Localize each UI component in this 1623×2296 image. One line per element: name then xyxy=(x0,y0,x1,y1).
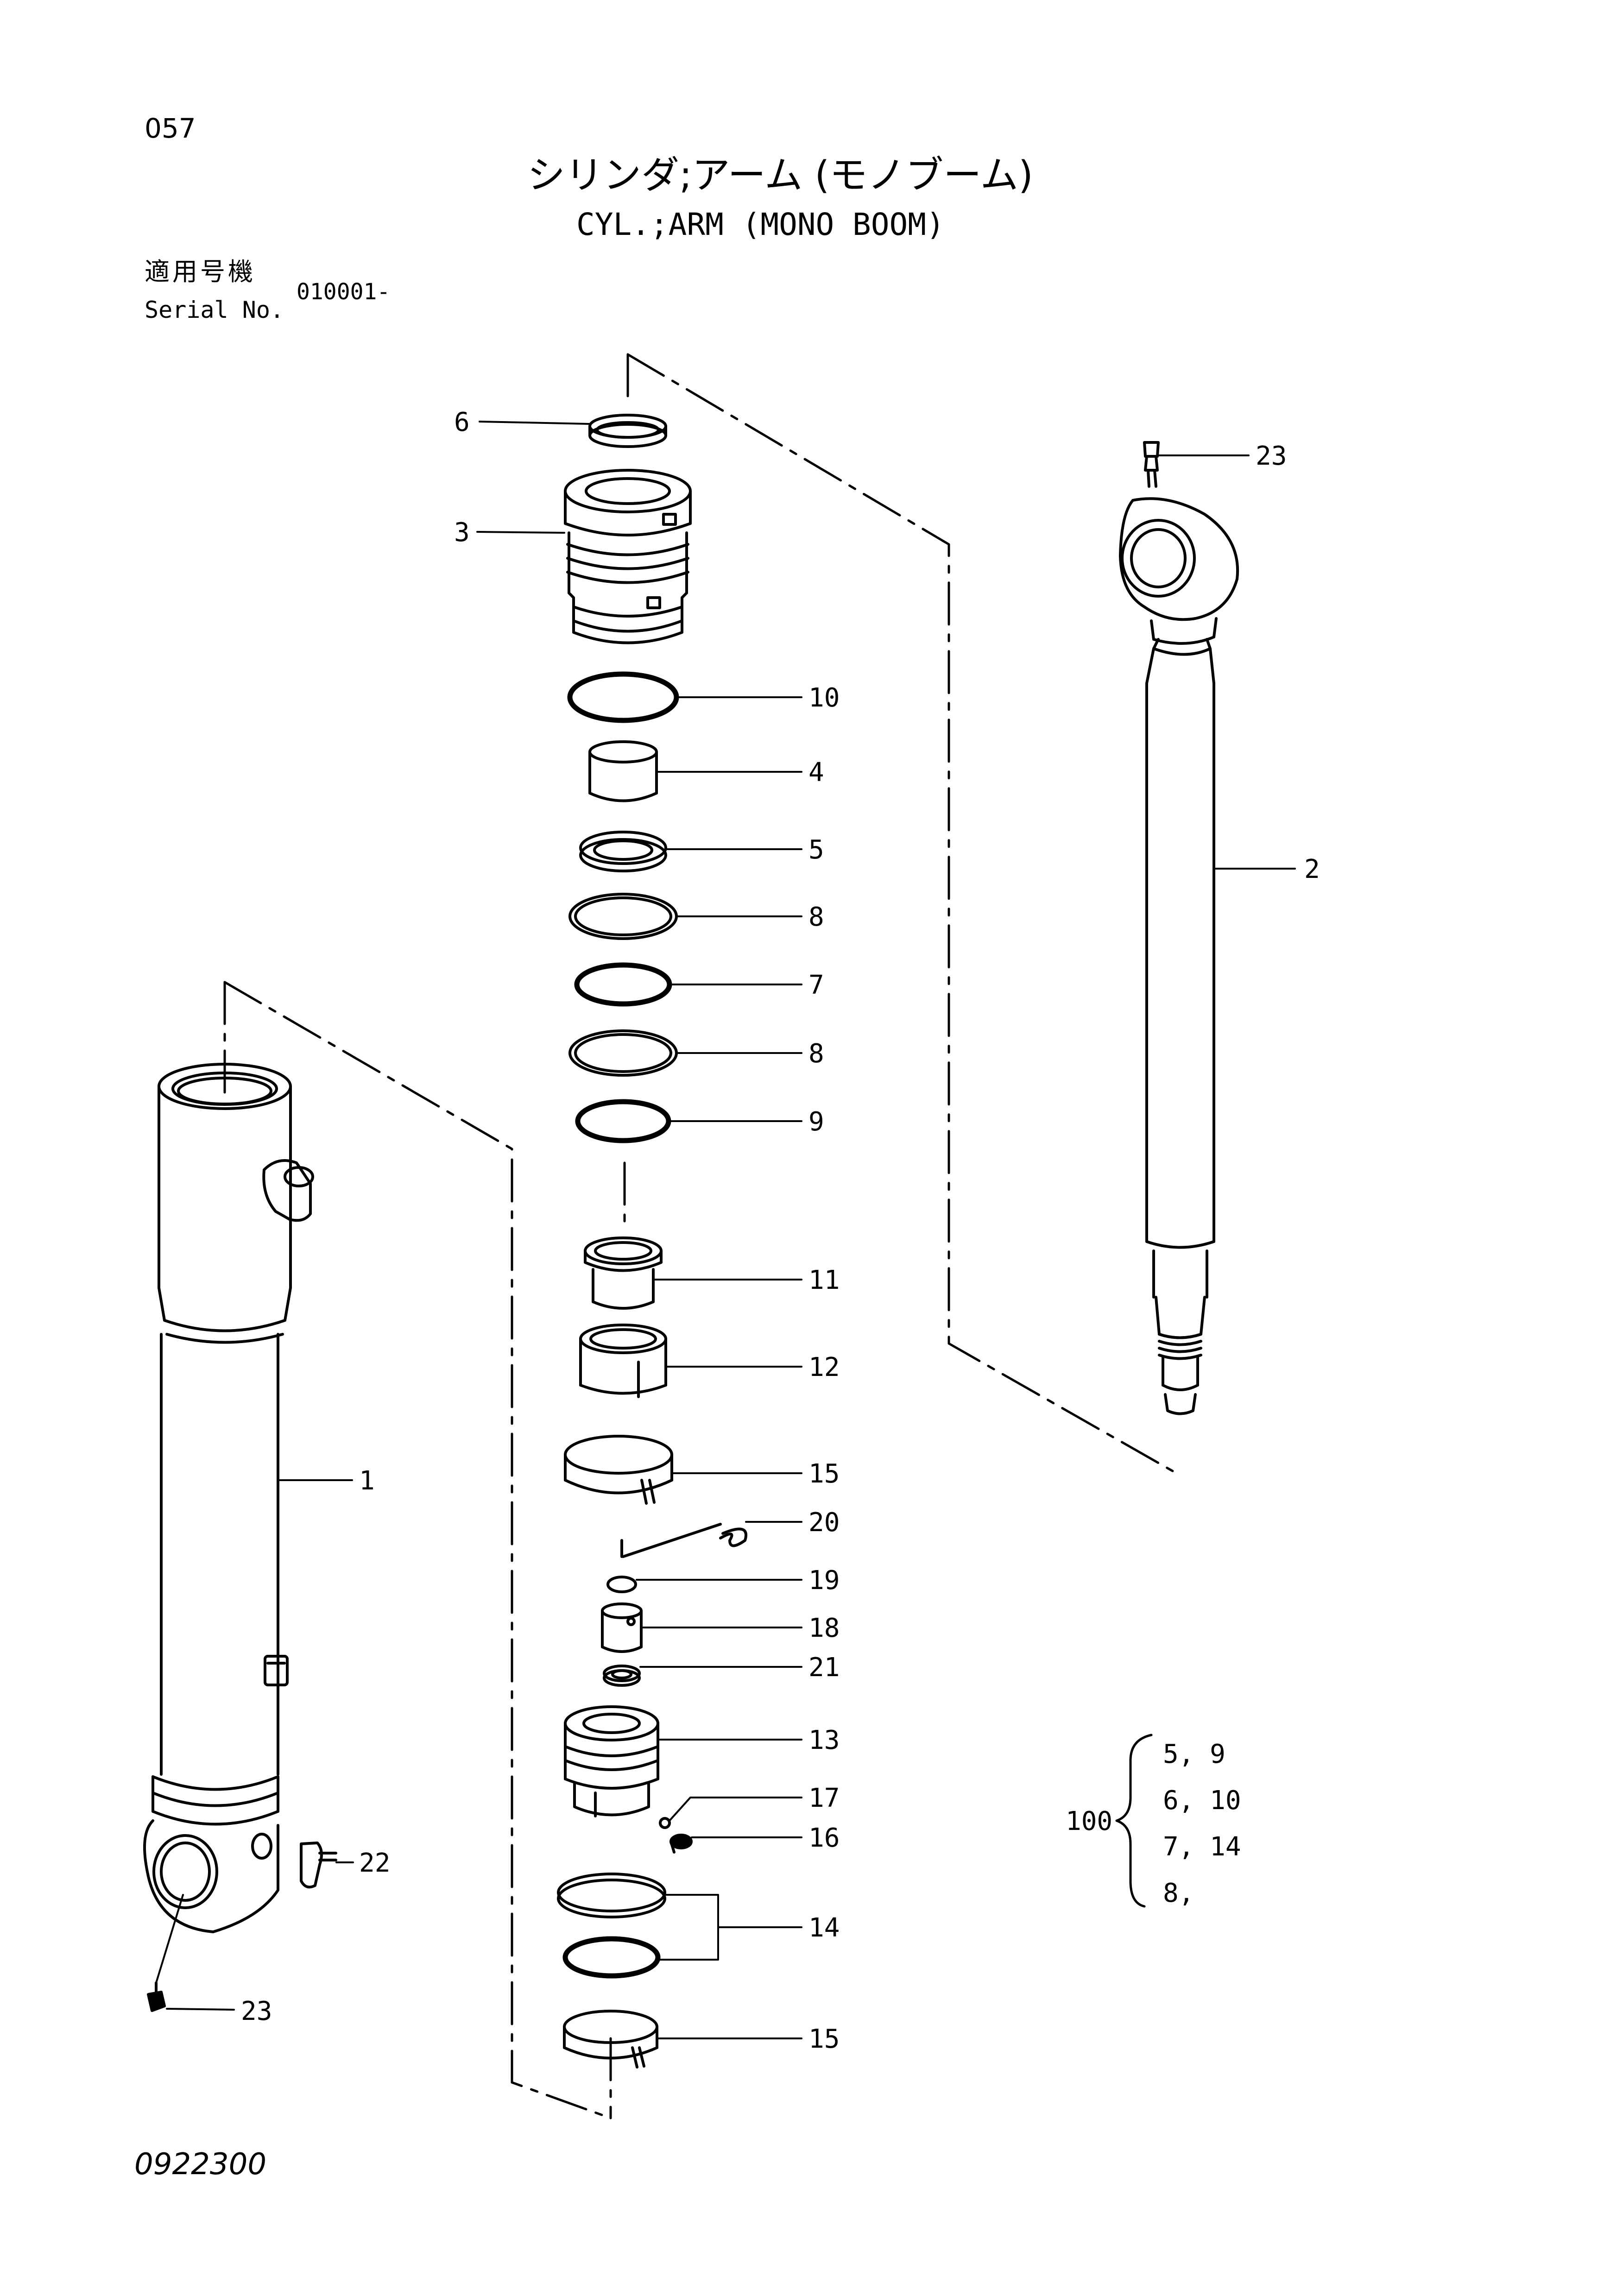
callout-labels: 6 3 10 4 5 8 7 8 9 11 12 15 20 19 18 21 … xyxy=(241,407,1320,2054)
callout-5: 5 xyxy=(808,835,824,865)
assembly-guide-lines xyxy=(223,353,1182,2119)
seal-kit-group: 100 5, 9 6, 10 7, 14 8, xyxy=(1066,1739,1241,1908)
part-5-seal xyxy=(579,831,667,872)
callout-14: 14 xyxy=(808,1913,840,1943)
callout-11: 11 xyxy=(808,1265,840,1295)
callout-2: 2 xyxy=(1304,854,1320,884)
callout-1: 1 xyxy=(359,1466,375,1496)
drawing-number: 0922300 xyxy=(134,2147,267,2182)
serial-label-japanese: 適用号機 xyxy=(145,257,256,286)
part-9-o-ring xyxy=(575,1099,671,1143)
leader-lines xyxy=(155,421,1296,2039)
part-3-cylinder-head xyxy=(564,469,692,644)
part-4-bushing xyxy=(588,740,658,802)
callout-3: 3 xyxy=(454,517,470,548)
seal-kit-row-4: 8, xyxy=(1163,1878,1194,1908)
callout-8-lower: 8 xyxy=(808,1039,824,1069)
part-16-set-screw xyxy=(669,1834,693,1854)
part-6-ring xyxy=(588,414,667,448)
callout-22: 22 xyxy=(359,1848,390,1878)
callout-12: 12 xyxy=(808,1352,840,1382)
part-11-flanged-bushing xyxy=(584,1236,663,1310)
callout-6: 6 xyxy=(454,407,470,437)
page-title-english: CYL.;ARM (MONO BOOM) xyxy=(576,207,945,242)
part-14-seal-set xyxy=(557,1873,666,1979)
callout-19: 19 xyxy=(808,1565,840,1596)
part-1-cylinder-tube xyxy=(143,1063,337,2012)
callout-15-lower: 15 xyxy=(808,2024,840,2054)
callout-23-upper: 23 xyxy=(1256,441,1287,471)
callout-15-upper: 15 xyxy=(808,1459,840,1489)
page-title-japanese: シリンダ;アーム (モノブーム) xyxy=(527,153,1033,197)
serial-label-english: Serial No. xyxy=(145,296,284,323)
part-12-bushing xyxy=(579,1324,667,1398)
callout-23-lower: 23 xyxy=(241,1996,272,2026)
part-15-wear-ring-lower xyxy=(563,2010,658,2069)
callout-8-upper: 8 xyxy=(808,902,824,932)
serial-number-value: 010001- xyxy=(297,279,391,305)
seal-kit-brace xyxy=(1115,1734,1153,1908)
seal-kit-row-2: 6, 10 xyxy=(1163,1785,1241,1816)
seal-kit-number: 100 xyxy=(1066,1806,1112,1836)
seal-kit-row-1: 5, 9 xyxy=(1163,1739,1225,1769)
page-number: 057 xyxy=(145,113,196,144)
part-8-ring-lower xyxy=(568,1029,678,1077)
part-13-piston xyxy=(564,1705,659,1817)
part-17-ball xyxy=(659,1817,671,1829)
callout-7: 7 xyxy=(808,970,824,1000)
part-20-retaining-clip xyxy=(719,1527,747,1547)
part-21-nut xyxy=(603,1665,641,1687)
callout-20: 20 xyxy=(808,1508,840,1538)
part-10-o-ring xyxy=(567,671,679,723)
callout-13: 13 xyxy=(808,1725,840,1755)
callout-17: 17 xyxy=(808,1783,840,1813)
callout-10: 10 xyxy=(808,683,840,713)
part-15-wear-ring-upper xyxy=(564,1435,673,1505)
callout-21: 21 xyxy=(808,1653,840,1683)
seal-kit-row-3: 7, 14 xyxy=(1163,1832,1241,1862)
part-18-sleeve xyxy=(601,1602,643,1653)
part-19-small-ring xyxy=(606,1539,637,1593)
part-2-piston-rod xyxy=(1119,441,1239,1415)
callout-18: 18 xyxy=(808,1613,840,1643)
callout-16: 16 xyxy=(808,1823,840,1853)
callout-4: 4 xyxy=(808,757,824,788)
part-8-ring-upper xyxy=(568,893,678,940)
callout-9: 9 xyxy=(808,1107,824,1137)
part-7-o-ring xyxy=(574,962,672,1007)
